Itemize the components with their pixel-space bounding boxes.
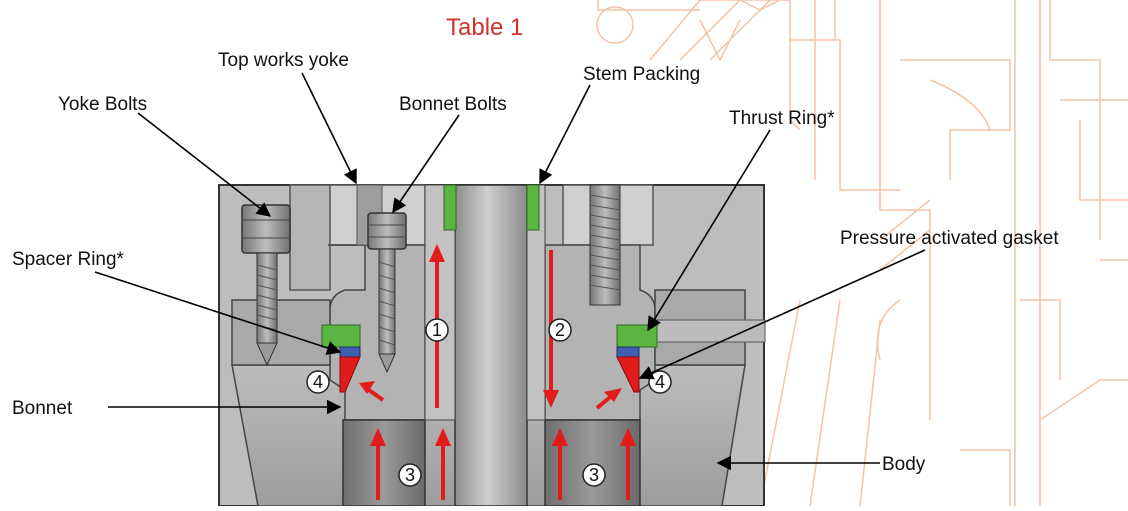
label-body: Body [882,454,926,475]
label-yoke-bolts: Yoke Bolts [58,94,147,115]
flange-right-lip [654,319,766,343]
marker-2: 2 [548,318,572,342]
marker-3-left: 3 [398,463,422,487]
stem-packing-left [443,184,457,231]
thrust-ring-right [616,324,658,348]
svg-text:2: 2 [555,320,565,340]
diagram-title: Table 1 [446,14,523,41]
spacer-ring-left [339,346,361,358]
background-technical-drawing [596,0,1128,507]
thrust-ring-left [321,324,361,348]
yoke-bolt [241,204,291,367]
spacer-ring-right [616,346,640,358]
svg-text:4: 4 [655,372,665,392]
label-stem-packing: Stem Packing [583,64,700,85]
force-arrows [359,244,636,500]
label-thrust-ring: Thrust Ring* [729,108,835,129]
stem [454,184,528,507]
svg-text:1: 1 [432,320,442,340]
marker-1: 1 [425,318,449,342]
marker-4-left: 4 [306,370,330,394]
pressure-gasket-left [339,356,361,393]
bonnet-bolt [367,212,407,374]
label-spacer-ring: Spacer Ring* [12,249,125,270]
yoke-leg [289,184,331,291]
label-bonnet: Bonnet [12,398,73,419]
stem-guide-left [424,184,456,421]
label-top-works-yoke: Top works yoke [218,50,349,71]
svg-text:3: 3 [589,465,599,485]
marker-3-right: 3 [582,463,606,487]
stem-packing-right [526,184,540,231]
label-pressure-gasket: Pressure activated gasket [840,228,1059,249]
label-bonnet-bolts: Bonnet Bolts [399,94,507,115]
svg-text:4: 4 [313,372,323,392]
marker-4-right: 4 [648,370,672,394]
leader-lines [94,72,926,471]
body-bore-left [342,419,426,507]
svg-text:3: 3 [405,465,415,485]
pressure-gasket-right [616,356,640,393]
bonnet-stud-right [589,184,621,306]
